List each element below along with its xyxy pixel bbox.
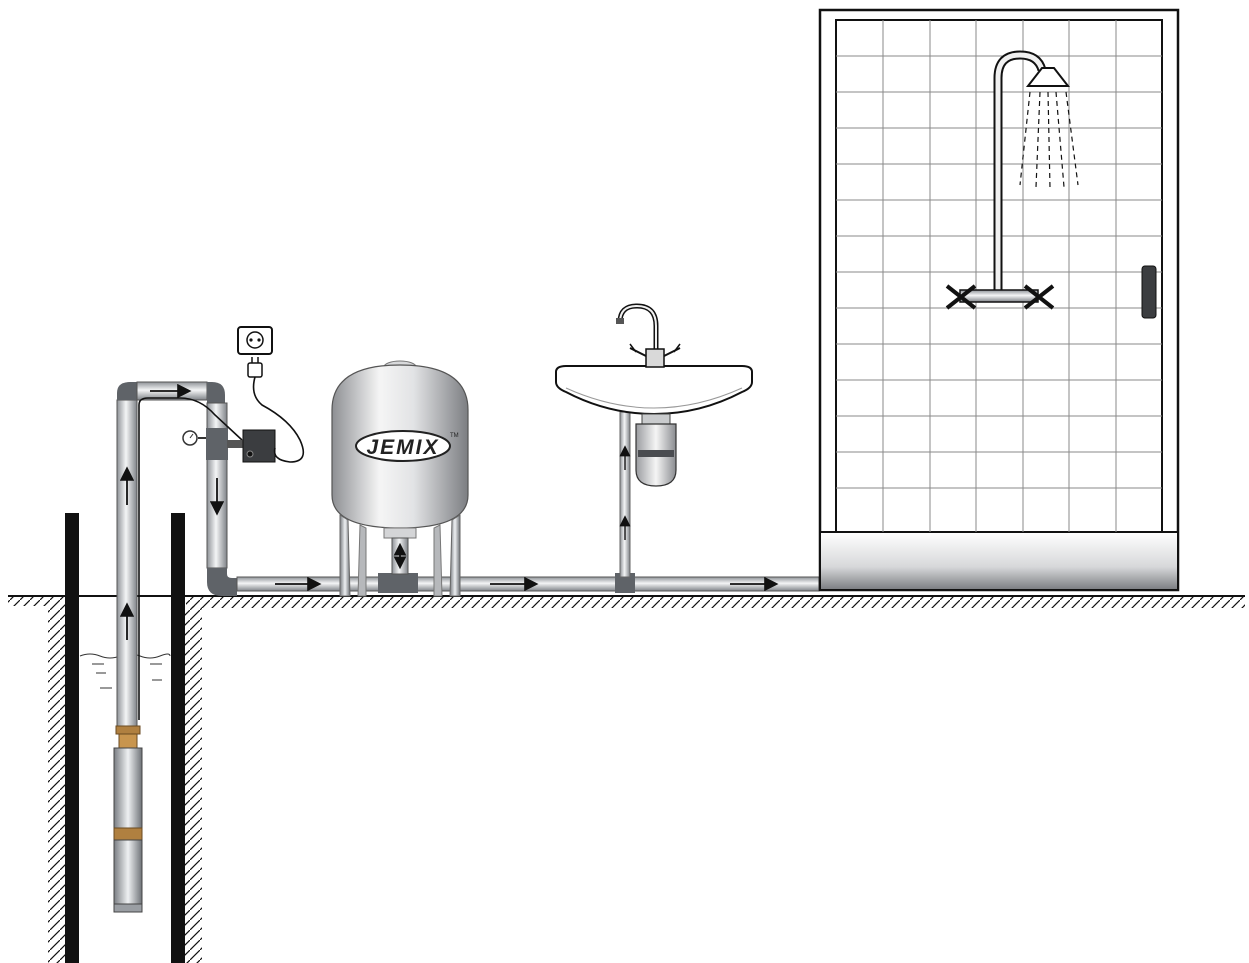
- power-plug: [247, 357, 305, 463]
- flow-arrows-riser: [119, 383, 225, 640]
- brand-logo: JEMIX: [366, 436, 439, 459]
- trademark-mark: TM: [450, 433, 459, 439]
- main-pipe: [207, 568, 820, 596]
- shower-riser: [993, 50, 1047, 290]
- pipe-fitting: [206, 428, 228, 460]
- pressure-gauge: [182, 430, 208, 446]
- water-heater: [635, 413, 677, 487]
- basin-faucet: [616, 303, 681, 368]
- shower-cabin: [818, 8, 1180, 592]
- well-casing: [48, 513, 202, 963]
- cabin-door-handle: [1141, 265, 1157, 319]
- wall-socket: [237, 326, 273, 355]
- ground: [8, 595, 1245, 608]
- submersible-pump: [113, 725, 143, 913]
- washbasin: [555, 365, 753, 416]
- shower-head: [1019, 67, 1079, 189]
- sink-feed-pipe: [619, 411, 631, 578]
- pressure-switch: [227, 429, 276, 463]
- expansion-tank: JEMIX TM: [331, 360, 469, 597]
- shower-mixer: [945, 284, 1055, 310]
